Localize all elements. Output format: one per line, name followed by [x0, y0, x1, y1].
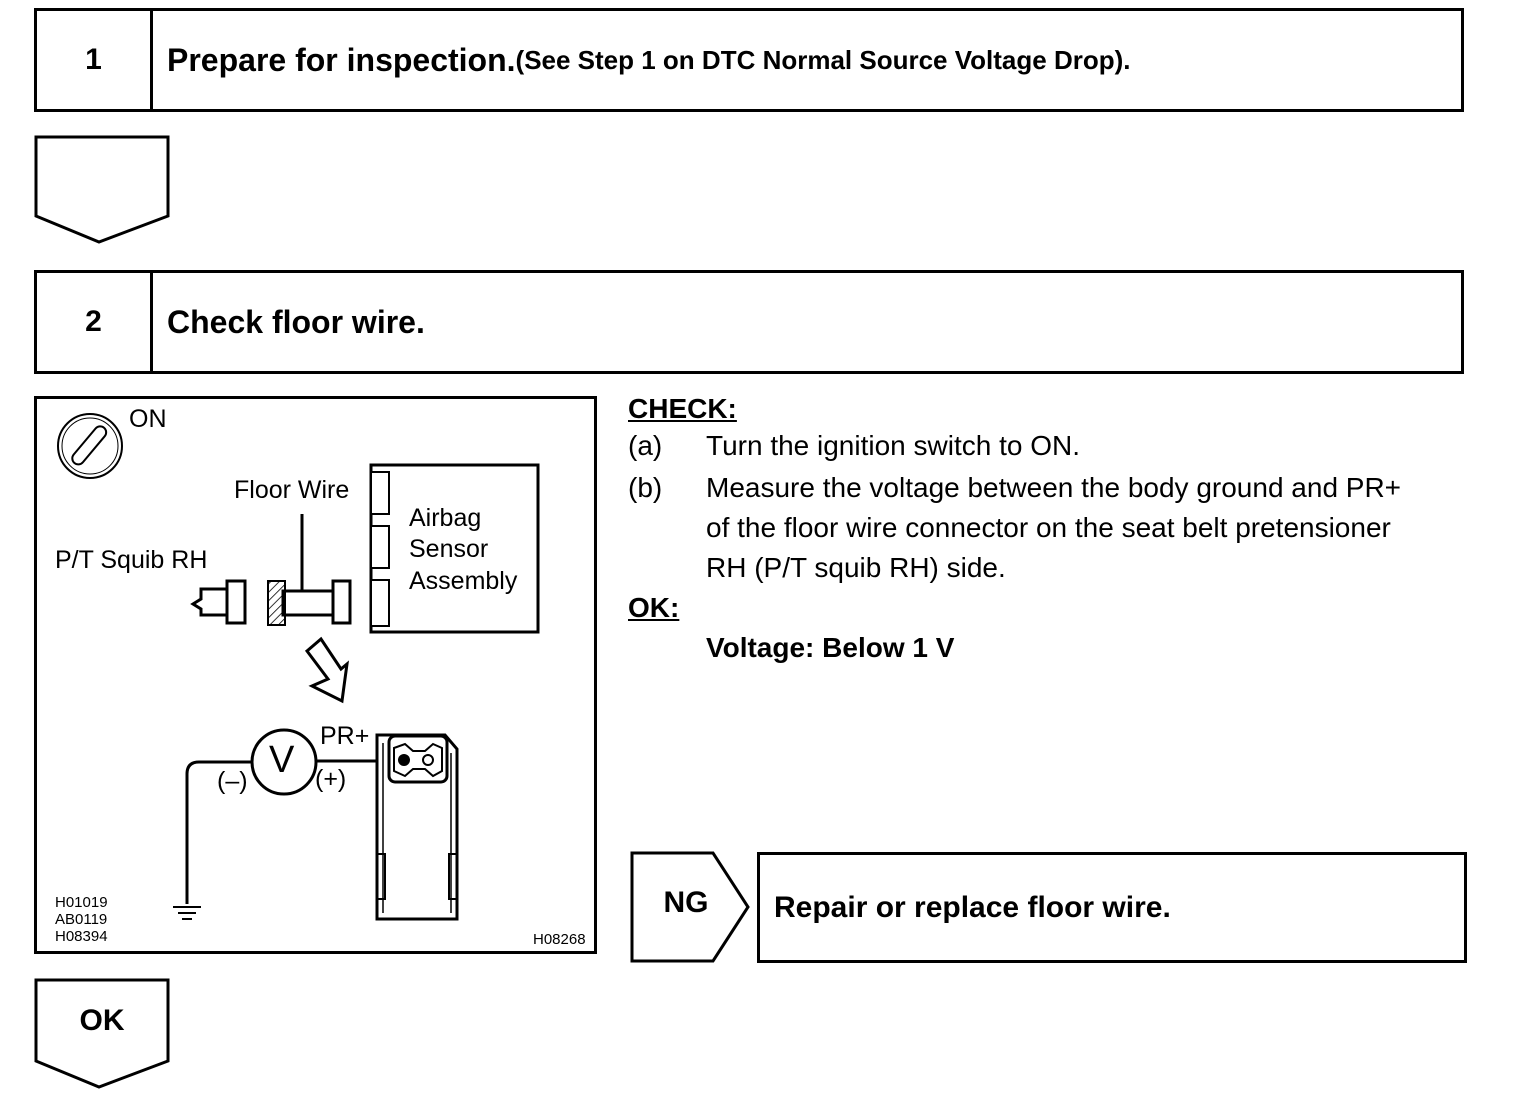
positive-label: (+): [315, 765, 347, 793]
ok-heading: OK:: [628, 592, 680, 623]
check-item-a-text: Turn the ignition switch to ON.: [706, 430, 1081, 461]
step-1-box: 1 Prepare for inspection.(See Step 1 on …: [34, 8, 1464, 112]
ok-tab-label: OK: [79, 1004, 125, 1037]
wiring-diagram-drawing: [57, 413, 540, 921]
ok-voltage-spec: Voltage: Below 1 V: [706, 632, 955, 663]
pr-plus-label: PR+: [320, 722, 370, 750]
figure-code-1: H01019: [55, 894, 108, 911]
ng-label: NG: [663, 886, 709, 919]
check-item-b-line-1: Measure the voltage between the body gro…: [706, 472, 1402, 503]
squib-label: P/T Squib RH: [55, 546, 208, 574]
airbag-sensor-assembly: [369, 463, 540, 634]
step-2-number: 2: [37, 273, 153, 371]
voltmeter-symbol: V: [269, 739, 295, 781]
negative-lead: [185, 760, 252, 904]
step-1-title-main: Prepare for inspection.: [167, 41, 516, 78]
wiring-diagram: ON Floor Wire P/T Squib RH Airbag Sensor…: [34, 396, 597, 954]
direction-arrow: [304, 636, 350, 704]
ok-continue-arrow: [34, 978, 170, 1089]
check-item-a-label: (a): [628, 430, 663, 461]
step-1-number: 1: [37, 11, 153, 109]
step-1-title: Prepare for inspection.(See Step 1 on DT…: [153, 11, 1461, 109]
ground-symbol-icon: [173, 906, 201, 920]
figure-code-2: AB0119: [55, 911, 108, 928]
step-2-title: Check floor wire.: [167, 303, 425, 340]
step-1-title-reference: (See Step 1 on DTC Normal Source Voltage…: [515, 44, 1131, 75]
ignition-key-icon: [57, 413, 123, 479]
floor-wire-label: Floor Wire: [234, 476, 350, 504]
figure-code-right: H08268: [533, 931, 586, 948]
squib-connector: [190, 579, 247, 625]
floor-wire-connector-body: [375, 733, 459, 921]
figure-code-3: H08394: [55, 928, 108, 945]
ignition-on-label: ON: [129, 405, 167, 433]
airbag-label-line-3: Assembly: [409, 567, 518, 595]
hatched-connector: [267, 580, 286, 626]
check-heading: CHECK:: [628, 393, 737, 424]
negative-label: (–): [217, 767, 248, 795]
airbag-label-line-2: Sensor: [409, 535, 489, 563]
ng-action-box: Repair or replace floor wire.: [757, 852, 1467, 963]
check-item-b-line-2: of the floor wire connector on the seat …: [706, 512, 1391, 543]
check-item-b-line-3: RH (P/T squib RH) side.: [706, 552, 1006, 583]
step-1-continue-arrow: [34, 135, 170, 244]
airbag-label-line-1: Airbag: [409, 504, 482, 532]
step-2-box: 2 Check floor wire.: [34, 270, 1464, 374]
floor-wire-connector: [281, 579, 352, 625]
check-item-b-label: (b): [628, 472, 663, 503]
ng-arrow-tab: [630, 851, 750, 963]
